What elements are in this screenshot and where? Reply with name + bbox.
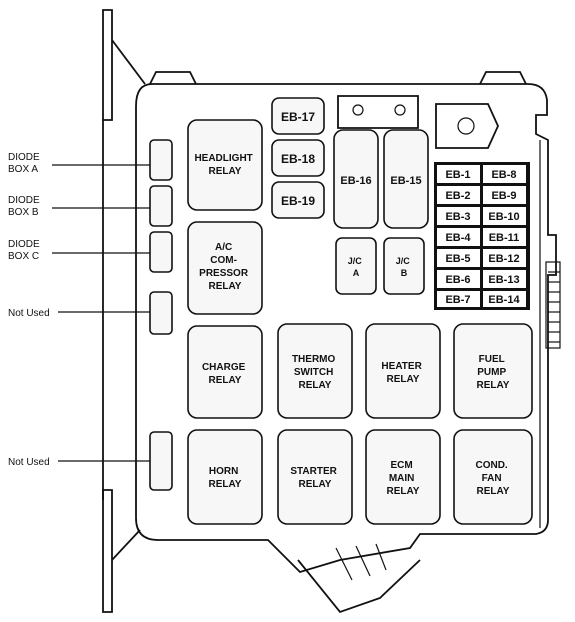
fuse-grid-row-4: EB-4 EB-11	[437, 228, 526, 246]
svg-text:EB-15: EB-15	[390, 175, 421, 187]
diode-box-b-label: DIODE BOX B	[8, 195, 42, 218]
diode-box-c-label: DIODE BOX C	[8, 239, 42, 262]
relay-heater: HEATER RELAY	[365, 323, 441, 419]
svg-text:ECM MAIN RELAY: ECM MAIN RELAY	[387, 460, 420, 497]
mounting-bracket	[102, 9, 146, 613]
fuse-eb7: EB-7	[445, 294, 470, 306]
svg-text:HEATER RELAY: HEATER RELAY	[381, 361, 424, 385]
not-used-label-1: Not Used	[8, 308, 50, 319]
fuse-eb1: EB-1	[445, 169, 470, 181]
fuse-eb15: EB-15	[383, 129, 429, 229]
left-slot-column	[149, 139, 173, 491]
diode-box-b	[149, 185, 173, 227]
svg-text:EB-16: EB-16	[340, 175, 371, 187]
fuse-grid-row-2: EB-2 EB-9	[437, 186, 526, 204]
fuse-eb6: EB-6	[445, 274, 470, 286]
joint-connector-b: J/C B	[383, 237, 425, 295]
relay-thermo-switch: THERMO SWITCH RELAY	[277, 323, 353, 419]
side-latch	[545, 261, 561, 349]
fuse-grid-row-5: EB-5 EB-12	[437, 249, 526, 267]
svg-text:COND. FAN RELAY: COND. FAN RELAY	[475, 460, 510, 497]
svg-text:J/C A: J/C A	[348, 256, 365, 278]
svg-text:J/C B: J/C B	[396, 256, 413, 278]
fuse-grid-row-3: EB-3 EB-10	[437, 207, 526, 225]
diode-box-c	[149, 231, 173, 273]
fuse-grid-row-6: EB-6 EB-13	[437, 270, 526, 288]
svg-text:THERMO SWITCH RELA: THERMO SWITCH RELAY	[292, 354, 338, 391]
svg-text:FUEL PUMP RELAY: FUEL PUMP RELAY	[477, 354, 510, 391]
side-labels: DIODE BOX A DIODE BOX B DIODE BOX C Not …	[8, 152, 150, 468]
svg-text:CHARGE RELAY: CHARGE RELAY	[202, 362, 248, 386]
relay-headlight: HEADLIGHT RELAY	[187, 119, 263, 211]
svg-text:EB-18: EB-18	[281, 152, 315, 166]
fuse-eb11: EB-11	[489, 232, 520, 244]
housing-outline	[135, 83, 557, 574]
relay-ac-compressor: A/C COM- PRESSOR RELAY	[187, 221, 263, 315]
fuse-grid-row-7: EB-7 EB-14	[437, 291, 526, 307]
fuse-eb9: EB-9	[491, 190, 516, 202]
diode-box-a	[149, 139, 173, 181]
fuse-eb16: EB-16	[333, 129, 379, 229]
bottom-connector	[297, 543, 421, 614]
fuse-grid-row-1: EB-1 EB-8	[437, 165, 526, 183]
fuse-eb10: EB-10	[488, 211, 519, 223]
fuse-eb5: EB-5	[445, 253, 470, 265]
svg-text:HORN RELAY: HORN RELAY	[209, 466, 242, 490]
joint-connector-a: J/C A	[335, 237, 377, 295]
relay-cond-fan: COND. FAN RELAY	[453, 429, 533, 525]
fuse-eb19: EB-19	[271, 181, 325, 219]
svg-text:EB-17: EB-17	[281, 110, 315, 124]
not-used-label-2: Not Used	[8, 457, 50, 468]
relay-ecm-main: ECM MAIN RELAY	[365, 429, 441, 525]
fuse-eb13: EB-13	[488, 274, 519, 286]
fuse-eb8: EB-8	[491, 169, 516, 181]
fuse-eb14: EB-14	[488, 294, 520, 306]
fuse-eb2: EB-2	[445, 190, 470, 202]
svg-text:STARTER RELAY: STARTER RELAY	[290, 466, 339, 490]
unused-slot-2	[149, 431, 173, 491]
fuse-grid: EB-1 EB-8 EB-2 EB-9 EB-3 EB-10 EB-4 EB-1…	[434, 162, 530, 310]
diode-box-a-label: DIODE BOX A	[8, 152, 42, 175]
fuse-eb18: EB-18	[271, 139, 325, 177]
fuse-eb17: EB-17	[271, 97, 325, 135]
terminal-plate	[337, 95, 499, 149]
relay-charge: CHARGE RELAY	[187, 325, 263, 419]
svg-text:A/C COM- PRESSOR: A/C COM- PRESSOR RELAY	[199, 242, 251, 292]
fuse-eb3: EB-3	[445, 211, 470, 223]
svg-text:EB-19: EB-19	[281, 194, 315, 208]
fuse-eb4: EB-4	[445, 232, 471, 244]
relay-starter: STARTER RELAY	[277, 429, 353, 525]
fuse-eb12: EB-12	[488, 253, 519, 265]
svg-text:HEADLIGHT RELAY: HEADLIGHT RELAY	[194, 153, 255, 177]
top-tabs	[149, 71, 527, 85]
relay-fuel-pump: FUEL PUMP RELAY	[453, 323, 533, 419]
unused-slot-1	[149, 291, 173, 335]
relay-horn: HORN RELAY	[187, 429, 263, 525]
